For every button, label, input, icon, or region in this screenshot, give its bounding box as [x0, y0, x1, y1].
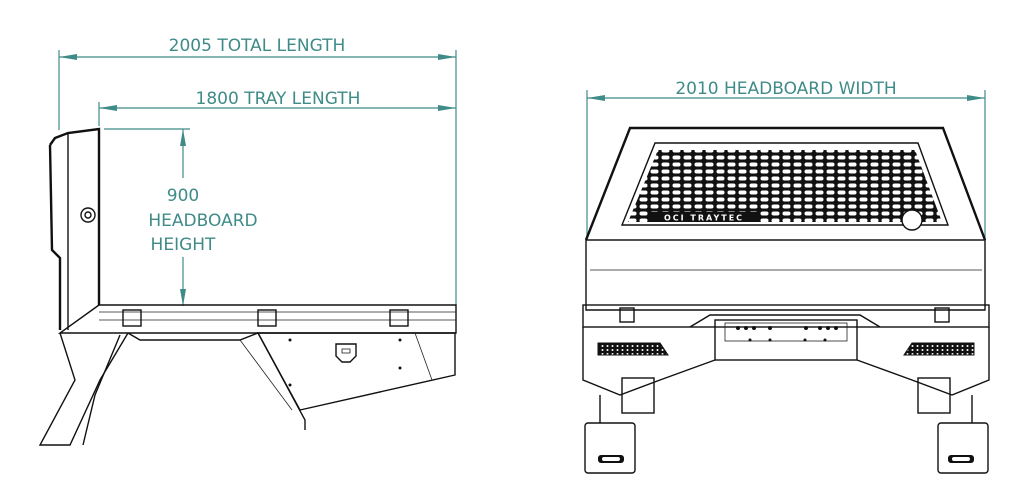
right-mudflap: [937, 422, 989, 474]
tray-length-dimension: 1800 TRAY LENGTH: [98, 89, 456, 126]
headboard-height-value: 900: [167, 186, 199, 206]
rear-view-tray: OCI TRAYTEC: [582, 126, 990, 474]
total-length-dimension: 2005 TOTAL LENGTH: [58, 36, 457, 305]
side-view-tray: [38, 127, 457, 446]
logo-text: OCI TRAYTEC: [664, 214, 744, 223]
left-tail-light: [597, 342, 669, 356]
tray-length-label: 1800 TRAY LENGTH: [196, 89, 361, 109]
headboard-width-label: 2010 HEADBOARD WIDTH: [675, 79, 896, 99]
headboard-mesh: [628, 150, 942, 222]
total-length-label: 2005 TOTAL LENGTH: [169, 36, 346, 56]
headboard-height-word2: HEIGHT: [151, 235, 216, 255]
rear-bumper-plate: [714, 319, 858, 361]
right-tail-light: [903, 342, 975, 356]
toolbox-lock: [335, 343, 357, 363]
headboard-light: [80, 207, 96, 223]
headboard-width-dimension: 2010 HEADBOARD WIDTH: [586, 79, 986, 240]
headboard-height-dimension: 900 HEADBOARD HEIGHT: [104, 128, 258, 306]
headboard-height-word1: HEADBOARD: [148, 211, 257, 231]
left-mudflap: [584, 422, 636, 474]
logo-plate: [648, 212, 760, 222]
